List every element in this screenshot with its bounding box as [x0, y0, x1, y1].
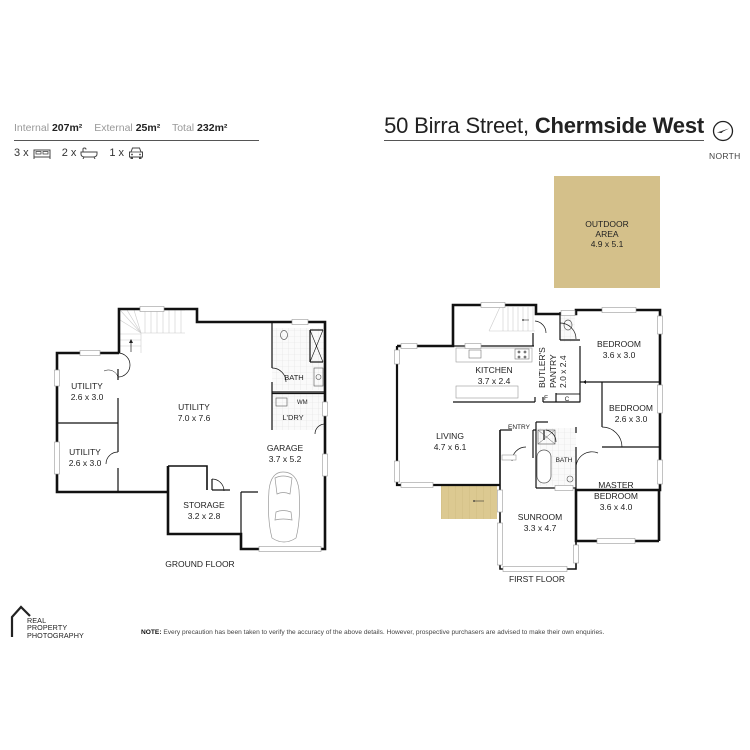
car-icon-garage [268, 471, 300, 543]
laundry-tub-icon [275, 397, 288, 407]
room-size: 2.0 x 2.4 [558, 355, 568, 388]
room-label: BEDROOM [594, 491, 638, 501]
first-floor-label: FIRST FLOOR [509, 574, 565, 584]
room-label: SUNROOM [518, 512, 562, 522]
room-label: BATH [284, 373, 303, 382]
room-size: 4.9 x 5.1 [591, 239, 624, 249]
rpp-logo-icon [10, 605, 31, 637]
car-count: 1 x [109, 147, 125, 159]
room-size: 3.3 x 4.7 [524, 523, 557, 533]
toilet-icon [563, 319, 573, 331]
laundry-tiles [272, 394, 326, 430]
ground-floor-label: GROUND FLOOR [165, 559, 234, 569]
bathtub-icon [536, 449, 552, 484]
room-label: LIVING [436, 431, 464, 441]
room-label: GARAGE [267, 443, 304, 453]
logo-line: PHOTOGRAPHY [27, 630, 84, 640]
fridge-label: F [544, 395, 548, 402]
room-label: BATH [556, 457, 573, 464]
room-size: 3.7 x 5.2 [269, 454, 302, 464]
ground-doors [103, 352, 326, 492]
property-address: 50 Birra Street, Chermside West [384, 113, 704, 139]
basin-icon [313, 367, 324, 387]
room-size: 2.6 x 3.0 [69, 458, 102, 468]
room-label: BEDROOM [609, 403, 653, 413]
bath-icon [80, 147, 98, 159]
north-compass-icon [712, 120, 734, 142]
room-size: 4.7 x 6.1 [434, 442, 467, 452]
feature-bedrooms: 3 x [14, 147, 51, 159]
bedroom-count: 3 x [14, 147, 29, 159]
logo-line: PROPERTY [27, 623, 68, 633]
room-label: MASTER [598, 480, 633, 490]
note-label: NOTE: [141, 629, 162, 636]
feature-counts: 3 x 2 x 1 x [14, 146, 150, 160]
room-label: L'DRY [282, 413, 303, 422]
room-size: 7.0 x 7.6 [178, 413, 211, 423]
room-label: BUTLER'S [537, 347, 547, 388]
disclaimer-note: NOTE: Every precaution has been taken to… [141, 629, 604, 636]
address-suburb: Chermside West [534, 113, 704, 138]
room-label: UTILITY [178, 402, 210, 412]
first-floor-stairs [488, 306, 535, 332]
room-size: 2.6 x 3.0 [615, 414, 648, 424]
note-text: Every precaution has been taken to verif… [163, 629, 605, 636]
header-divider-left [14, 140, 259, 141]
rpp-logo-text: REAL PROPERTY PHOTOGRAPHY [27, 616, 84, 640]
ground-windows [54, 306, 328, 552]
outdoor-area [554, 176, 660, 288]
room-label: STORAGE [183, 500, 225, 510]
stat-external: External 25m² [94, 122, 161, 134]
toilet-icon [280, 330, 288, 340]
first-floor-plan [394, 176, 663, 572]
cooktop-icon [514, 348, 530, 360]
address-street: 50 Birra Street, [384, 113, 529, 138]
bathroom-count: 2 x [61, 147, 77, 159]
room-label: BEDROOM [597, 339, 641, 349]
feature-bathrooms: 2 x [62, 147, 99, 159]
ground-floor-plan [54, 306, 328, 552]
room-label: ENTRY [508, 424, 531, 431]
stat-total: Total 232m² [171, 122, 228, 134]
room-size: 3.2 x 2.8 [188, 511, 221, 521]
room-label: PANTRY [548, 354, 558, 388]
bed-icon [33, 149, 51, 159]
cupboard-label: C [565, 396, 570, 403]
room-label: UTILITY [69, 447, 101, 457]
room-size: 3.7 x 2.4 [478, 376, 511, 386]
feature-cars: 1 x [109, 146, 144, 160]
room-label: OUTDOOR [585, 219, 628, 229]
header-divider-right [384, 140, 704, 141]
ground-stairs [119, 309, 185, 353]
stat-internal: Internal 207m² [14, 122, 83, 134]
sink-icon [468, 349, 482, 359]
room-size: 3.6 x 3.0 [603, 350, 636, 360]
deck-stairs [441, 485, 497, 519]
first-floor-windows [394, 302, 663, 572]
room-size: 2.6 x 3.0 [71, 392, 104, 402]
room-label: KITCHEN [475, 365, 512, 375]
bath-tiles [272, 328, 326, 390]
room-label: WM [297, 400, 308, 406]
room-label: UTILITY [71, 381, 103, 391]
area-stats: Internal 207m² External 25m² Total 232m² [14, 122, 236, 134]
car-icon [129, 147, 144, 159]
room-label: AREA [595, 229, 618, 239]
logo-line: REAL [27, 616, 47, 625]
north-label: NORTH [709, 151, 741, 161]
room-size: 3.6 x 4.0 [600, 502, 633, 512]
